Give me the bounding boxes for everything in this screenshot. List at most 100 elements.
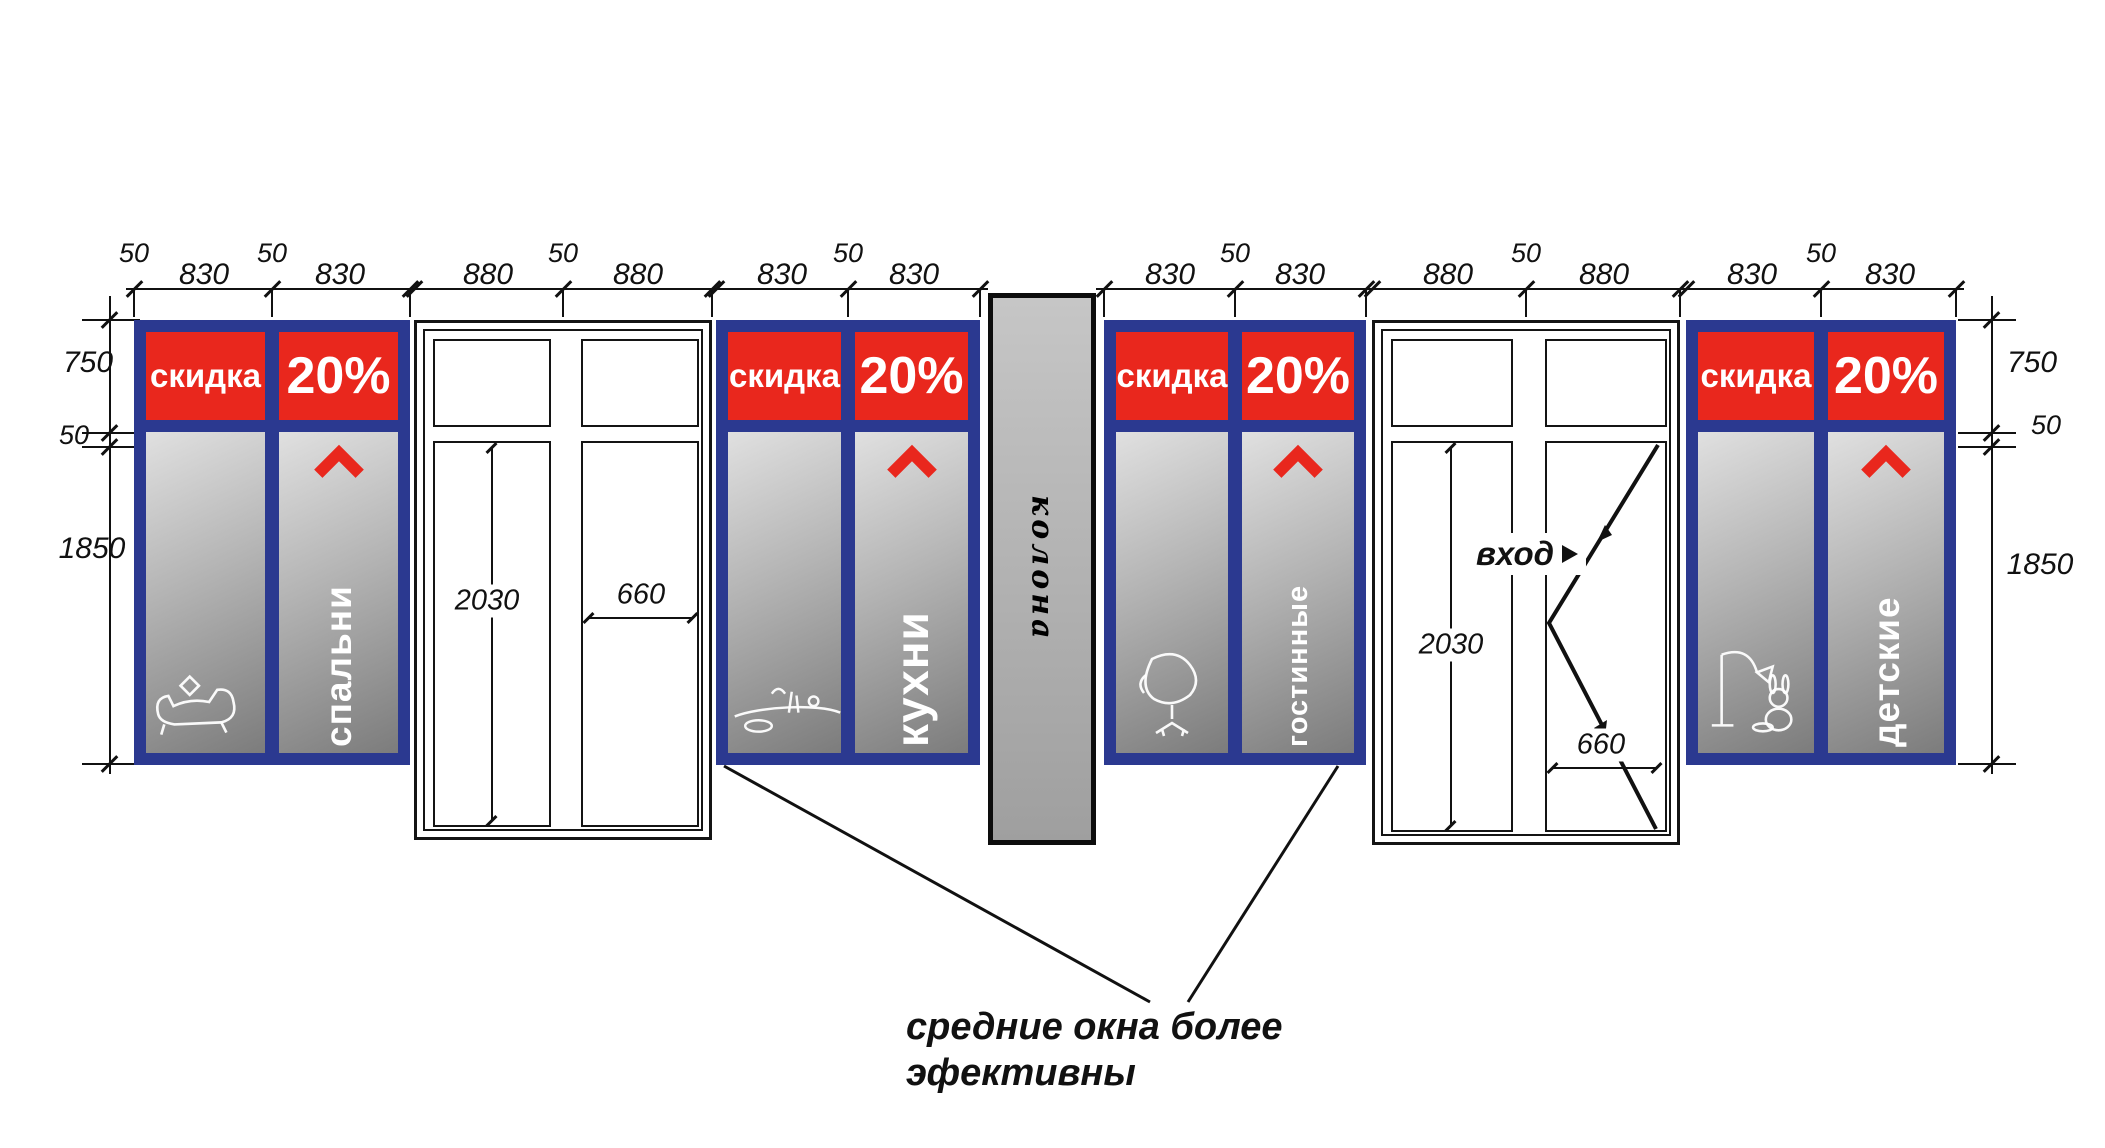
showcase-column: скидка xyxy=(728,332,841,753)
showcase-bedrooms: скидка 20% спальни xyxy=(134,320,410,765)
dim-line xyxy=(491,447,493,821)
window-frame xyxy=(1381,329,1671,836)
window-pane xyxy=(581,441,699,827)
display-glass xyxy=(146,432,265,753)
brand-chevron-icon xyxy=(313,444,364,478)
dim-line xyxy=(109,296,111,774)
percent-banner: 20% xyxy=(279,332,398,420)
dim-label: 750 xyxy=(2006,346,2058,379)
dim-label: 750 xyxy=(62,346,114,379)
dim-label: 2030 xyxy=(449,584,525,618)
dim-label: 880 xyxy=(1578,258,1630,291)
dim-label: 50 xyxy=(256,238,288,268)
ext-line xyxy=(1365,289,1367,317)
dim-label: 2030 xyxy=(1413,628,1489,662)
category-label: кухни xyxy=(885,611,938,747)
annotation-note: средние окна более эфективны xyxy=(906,1005,1283,1096)
ext-line xyxy=(1955,289,1957,317)
dim-line xyxy=(589,617,693,619)
showcase-column: 20% кухни xyxy=(855,332,968,753)
category-label: спальни xyxy=(318,585,359,747)
entrance-unit: 2030 вход 660 xyxy=(1372,320,1680,845)
ext-line xyxy=(562,289,564,317)
display-glass xyxy=(1698,432,1814,753)
dim-label: 50 xyxy=(1805,238,1837,268)
ext-line xyxy=(1234,289,1236,317)
dim-label: 660 xyxy=(1571,728,1631,762)
category-glass: детские xyxy=(1828,432,1944,753)
dim-label: 50 xyxy=(547,238,579,268)
display-glass xyxy=(728,432,841,753)
showcase-kids: скидка 20% детски xyxy=(1686,320,1956,765)
category-label: детские xyxy=(1865,596,1907,747)
ext-line xyxy=(271,289,273,317)
ext-line xyxy=(133,289,135,317)
dim-line xyxy=(1991,296,1993,774)
ext-line xyxy=(847,289,849,317)
ext-line xyxy=(1958,432,2016,434)
dim-label: 830 xyxy=(888,258,940,291)
ext-line xyxy=(1679,289,1681,317)
brand-chevron-icon xyxy=(886,444,937,478)
dim-label: 1850 xyxy=(2006,548,2074,581)
ext-line xyxy=(1958,319,2016,321)
showcase-livingrooms: скидка 20% гостинные xyxy=(1104,320,1366,765)
transom-pane xyxy=(581,339,699,427)
percent-label: 20% xyxy=(859,347,964,405)
showcase-column: 20% гостинные xyxy=(1242,332,1354,753)
category-glass: спальни xyxy=(279,432,398,753)
percent-label: 20% xyxy=(286,347,391,405)
building-column: колона xyxy=(988,293,1096,845)
discount-label: скидка xyxy=(150,357,261,394)
dim-label: 830 xyxy=(178,258,230,291)
dim-label: 50 xyxy=(1219,238,1251,268)
category-glass: гостинные xyxy=(1242,432,1354,753)
ext-line xyxy=(979,289,981,317)
percent-banner: 20% xyxy=(855,332,968,420)
discount-banner: скидка xyxy=(146,332,265,420)
showcase-column: скидка xyxy=(1698,332,1814,753)
dim-label: 50 xyxy=(1510,238,1542,268)
dim-label: 830 xyxy=(314,258,366,291)
category-glass: кухни xyxy=(855,432,968,753)
ext-line xyxy=(1958,446,2016,448)
dim-label: 50 xyxy=(2030,410,2062,440)
dim-label: 1850 xyxy=(58,532,126,565)
percent-banner: 20% xyxy=(1242,332,1354,420)
ext-line xyxy=(1958,763,2016,765)
brand-chevron-icon xyxy=(1861,444,1911,478)
kitchen-sketch-icon xyxy=(734,687,841,733)
ext-line xyxy=(1820,289,1822,317)
showcase-kitchens: скидка 20% кухни xyxy=(716,320,980,765)
window-unit-1: 2030 660 xyxy=(414,320,712,840)
discount-label: скидка xyxy=(729,357,840,394)
column-label: колона xyxy=(1024,495,1060,643)
dim-label: 50 xyxy=(832,238,864,268)
door-pane xyxy=(1545,441,1667,832)
discount-banner: скидка xyxy=(728,332,841,420)
window-frame xyxy=(423,329,703,831)
dim-label: 880 xyxy=(612,258,664,291)
dim-line xyxy=(1553,767,1657,769)
brand-chevron-icon xyxy=(1273,444,1323,478)
percent-label: 20% xyxy=(1245,347,1351,405)
ext-line xyxy=(1103,289,1105,317)
lamp-and-toy-sketch-icon xyxy=(1711,650,1793,733)
armchair-sketch-icon xyxy=(1139,652,1198,737)
dim-label: 830 xyxy=(1144,258,1196,291)
discount-banner: скидка xyxy=(1116,332,1228,420)
dim-label: 830 xyxy=(1864,258,1916,291)
dim-label: 660 xyxy=(611,578,671,612)
showcase-column: 20% детские xyxy=(1828,332,1944,753)
dim-label: 830 xyxy=(756,258,808,291)
annotation-line-1: средние окна более xyxy=(906,1006,1283,1048)
display-glass xyxy=(1116,432,1228,753)
annotation-line-2: эфективны xyxy=(906,1051,1136,1094)
percent-label: 20% xyxy=(1833,347,1939,405)
entrance-text: вход xyxy=(1475,535,1555,572)
showcase-column: скидка xyxy=(1116,332,1228,753)
transom-pane xyxy=(1545,339,1667,427)
dim-label: 880 xyxy=(1422,258,1474,291)
discount-label: скидка xyxy=(1116,357,1228,394)
